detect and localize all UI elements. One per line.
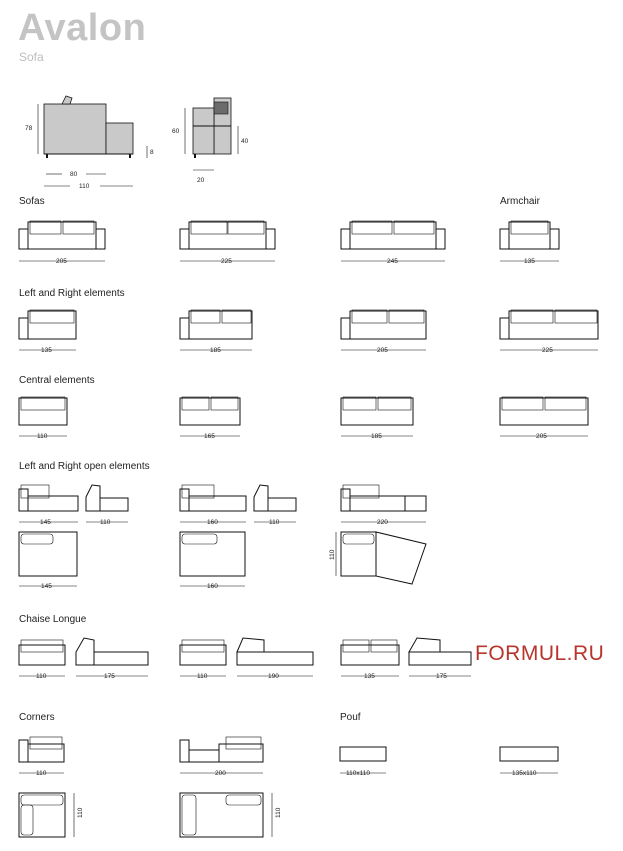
dim-chaise-135: 135 — [364, 673, 375, 680]
dim-open-160: 160 — [207, 519, 218, 526]
product-title: Avalon — [18, 7, 147, 49]
dim-corner-plan-110: 110 — [77, 807, 84, 818]
dim-chaise-110: 110 — [36, 673, 47, 680]
open-220 — [340, 484, 427, 523]
dim-open-220: 220 — [377, 519, 388, 526]
corner-110 — [18, 736, 65, 774]
dim-corner-plan-110-b: 110 — [275, 807, 282, 818]
section-open: Left and Right open elements — [19, 461, 150, 472]
dim-open-plan-160: 160 — [207, 583, 218, 590]
dim-central-110: 110 — [37, 433, 48, 440]
dim-chaise-190: 190 — [268, 673, 279, 680]
section-chaise: Chaise Longue — [19, 614, 87, 625]
central-185 — [340, 396, 414, 437]
front-profile-drawing — [184, 97, 239, 171]
open-side-110-b — [253, 484, 297, 523]
central-165 — [179, 396, 241, 437]
dim-central-185: 185 — [371, 433, 382, 440]
sofa-225 — [179, 220, 276, 262]
chaise-190 — [236, 637, 314, 677]
dim-leg: 8 — [150, 149, 154, 156]
dim-corner-200: 200 — [215, 770, 226, 777]
dim-sofa-225: 225 — [221, 258, 232, 265]
corner-plan-110 — [18, 792, 75, 838]
section-armchair: Armchair — [500, 196, 541, 207]
section-left-right: Left and Right elements — [19, 288, 125, 299]
central-110 — [18, 396, 68, 437]
dim-chaise-175: 175 — [104, 673, 115, 680]
dim-open-plan-110: 110 — [329, 549, 336, 560]
dim-seat-depth: 80 — [70, 171, 78, 178]
chaise-110-b — [179, 639, 227, 677]
dim-open-side-110: 110 — [100, 519, 111, 526]
dim-chaise-110-b: 110 — [197, 673, 208, 680]
dim-open-145: 145 — [40, 519, 51, 526]
open-plan-160 — [179, 531, 246, 587]
sofa-245 — [340, 220, 446, 262]
dim-central-165: 165 — [204, 433, 215, 440]
open-plan-corner — [335, 531, 427, 585]
dim-open-side-110-b: 110 — [269, 519, 280, 526]
open-side-110 — [85, 484, 129, 523]
chaise-175 — [75, 637, 149, 677]
section-central: Central elements — [19, 375, 95, 386]
chaise-110 — [18, 639, 66, 677]
element-lr-185 — [179, 309, 253, 351]
dim-pouf-135x110: 135x110 — [512, 770, 537, 777]
watermark: FORMUL.RU — [475, 642, 605, 665]
section-sofas: Sofas — [19, 196, 45, 207]
sofa-205 — [18, 220, 106, 262]
dim-lr-205: 205 — [377, 347, 388, 354]
dim-central-205: 205 — [536, 433, 547, 440]
chaise-175-b — [408, 637, 472, 677]
dim-open-plan-145: 145 — [41, 583, 52, 590]
corner-200 — [179, 736, 264, 774]
corner-plan-large — [179, 792, 273, 838]
chaise-135 — [340, 639, 400, 677]
dim-lr-135: 135 — [41, 347, 52, 354]
central-205 — [499, 396, 589, 437]
armchair-135 — [499, 220, 560, 262]
side-profile-drawing — [37, 95, 148, 187]
dim-back-height: 60 — [172, 128, 180, 135]
dim-corner-110: 110 — [36, 770, 47, 777]
open-160 — [179, 484, 247, 523]
dim-sofa-245: 245 — [387, 258, 398, 265]
dim-height: 78 — [25, 125, 33, 132]
open-plan-145 — [18, 531, 78, 587]
section-corners: Corners — [19, 712, 55, 723]
product-subtitle: Sofa — [19, 50, 44, 64]
dim-arm-width: 20 — [197, 177, 205, 184]
element-lr-205 — [340, 309, 427, 351]
pouf-135x110 — [499, 746, 559, 774]
dim-seat-height: 40 — [241, 138, 249, 145]
dim-depth: 110 — [79, 183, 90, 190]
dim-pouf-110x110: 110x110 — [346, 770, 370, 777]
dim-armchair-135: 135 — [524, 258, 535, 265]
element-lr-135 — [18, 309, 77, 351]
dim-chaise-175-b: 175 — [436, 673, 447, 680]
dim-lr-185: 185 — [210, 347, 221, 354]
open-145 — [18, 484, 79, 523]
dim-sofa-205: 205 — [56, 258, 67, 265]
section-pouf: Pouf — [340, 712, 361, 723]
element-lr-225 — [499, 309, 599, 351]
dim-lr-225: 225 — [542, 347, 553, 354]
pouf-110x110 — [339, 746, 387, 774]
